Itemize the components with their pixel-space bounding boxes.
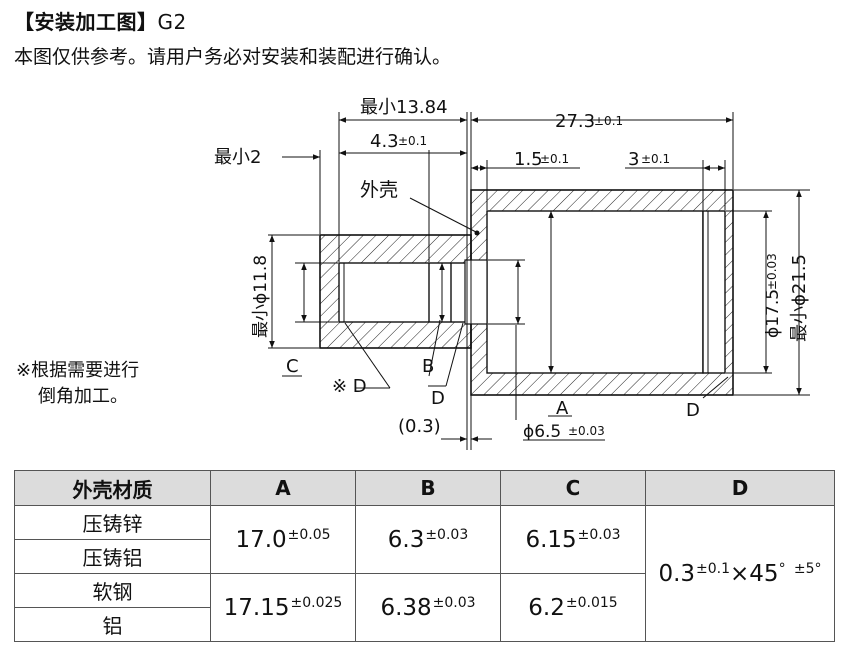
svg-text:±0.03: ±0.03 bbox=[568, 424, 605, 438]
table-row: 铝 bbox=[14, 607, 835, 642]
housing-part bbox=[319, 234, 472, 349]
dim-273: 27.3 ±0.1 bbox=[555, 111, 623, 132]
material-cell: 压铸锌 bbox=[14, 505, 211, 540]
col-header-material: 外壳材质 bbox=[14, 470, 211, 506]
value-b-group1: 6.3±0.03 bbox=[355, 505, 501, 574]
page-title: 【安装加工图】G2 bbox=[14, 6, 187, 35]
table-row: 软钢 17.15±0.025 6.38±0.03 6.2±0.015 bbox=[14, 573, 835, 642]
dim-phi65: ϕ6.5 ±0.03 bbox=[523, 422, 605, 442]
label-a: A bbox=[556, 398, 569, 419]
value-c-group1: 6.15±0.03 bbox=[500, 505, 646, 574]
material-cell: 软钢 bbox=[14, 573, 211, 608]
dim-min2: 最小2 bbox=[214, 147, 261, 168]
shell-leader-dot bbox=[474, 230, 480, 236]
svg-text:±0.1: ±0.1 bbox=[540, 152, 569, 166]
dim-43: 4.3 ±0.1 bbox=[370, 131, 427, 152]
material-cell: 压铸铝 bbox=[14, 539, 211, 574]
label-shell: 外壳 bbox=[360, 179, 398, 201]
page-subtitle: 本图仅供参考。请用户务必对安装和装配进行确认。 bbox=[14, 46, 452, 68]
svg-text:27.3: 27.3 bbox=[555, 111, 595, 132]
col-header-b: B bbox=[355, 470, 501, 506]
col-header-c: C bbox=[500, 470, 646, 506]
svg-text:±0.1: ±0.1 bbox=[398, 134, 427, 148]
label-c: C bbox=[286, 356, 299, 377]
label-d-right: D bbox=[686, 400, 700, 421]
table-row: 压铸铝 bbox=[14, 539, 835, 574]
chamfer-note-line2: 倒角加工。 bbox=[38, 386, 128, 407]
svg-text:4.3: 4.3 bbox=[370, 131, 399, 152]
value-c-group2: 6.2±0.015 bbox=[500, 573, 646, 642]
table-header-row: 外壳材质 A B C D bbox=[14, 470, 835, 506]
value-b-group2: 6.38±0.03 bbox=[355, 573, 501, 642]
installation-drawing: 最小13.84 4.3 ±0.1 27.3 ±0.1 最小2 1.5 ±0.1 … bbox=[214, 97, 810, 450]
svg-text:ϕ17.5: ϕ17.5 bbox=[763, 289, 783, 338]
col-header-a: A bbox=[210, 470, 356, 506]
table-row: 压铸锌 17.0±0.05 6.3±0.03 6.15±0.03 0.3±0.1… bbox=[14, 505, 835, 642]
connector-body bbox=[464, 189, 734, 396]
title-main: 【安装加工图】 bbox=[14, 10, 158, 34]
label-note-d: ※ D bbox=[332, 376, 367, 397]
dim-03: (0.3) bbox=[398, 416, 441, 437]
label-b: B bbox=[422, 356, 434, 377]
dim-min-1384: 最小13.84 bbox=[360, 97, 448, 118]
value-d: 0.3±0.1×45° ±5° bbox=[645, 505, 835, 642]
material-spec-table: 外壳材质 A B C D 压铸锌 17.0±0.05 6.3±0.03 6.15… bbox=[14, 470, 835, 642]
svg-text:1.5: 1.5 bbox=[514, 149, 543, 170]
chamfer-note: ※根据需要进行 倒角加工。 bbox=[16, 358, 139, 410]
dim-min-phi215: 最小ϕ21.5 bbox=[789, 254, 810, 342]
value-a-group2: 17.15±0.025 bbox=[210, 573, 356, 642]
title-code: G2 bbox=[157, 10, 187, 34]
dim-3: 3 ±0.1 bbox=[628, 149, 670, 170]
dim-15: 1.5 ±0.1 bbox=[514, 149, 569, 170]
material-cell: 铝 bbox=[14, 607, 211, 642]
dim-min-phi118: 最小ϕ11.8 bbox=[251, 255, 271, 338]
chamfer-note-line1: ※根据需要进行 bbox=[16, 360, 140, 381]
svg-text:±0.1: ±0.1 bbox=[594, 114, 623, 128]
svg-text:±0.1: ±0.1 bbox=[641, 152, 670, 166]
label-d-left: D bbox=[431, 388, 445, 409]
dim-phi175: ϕ17.5 ±0.03 bbox=[763, 253, 783, 338]
col-header-d: D bbox=[645, 470, 835, 506]
svg-text:3: 3 bbox=[628, 149, 639, 170]
value-a-group1: 17.0±0.05 bbox=[210, 505, 356, 574]
svg-text:±0.03: ±0.03 bbox=[765, 253, 779, 290]
svg-text:ϕ6.5: ϕ6.5 bbox=[523, 422, 561, 442]
